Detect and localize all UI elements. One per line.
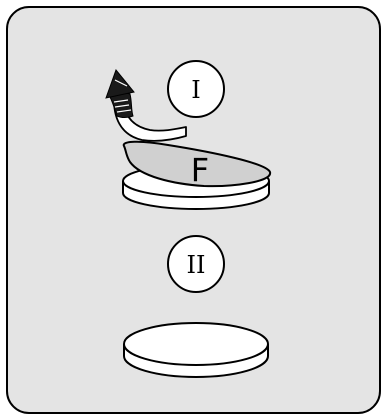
disk-with-foil: F <box>122 140 271 210</box>
peel-arrow-icon <box>105 68 187 142</box>
step-one-marker: I <box>167 60 225 118</box>
step-two-marker: II <box>167 235 225 293</box>
foil-label: F <box>191 151 209 189</box>
plain-disk <box>123 322 269 378</box>
step-one-label: I <box>191 76 200 104</box>
peel-foil <box>122 140 271 188</box>
panel-background <box>6 6 381 414</box>
step-two-label: II <box>187 251 206 279</box>
